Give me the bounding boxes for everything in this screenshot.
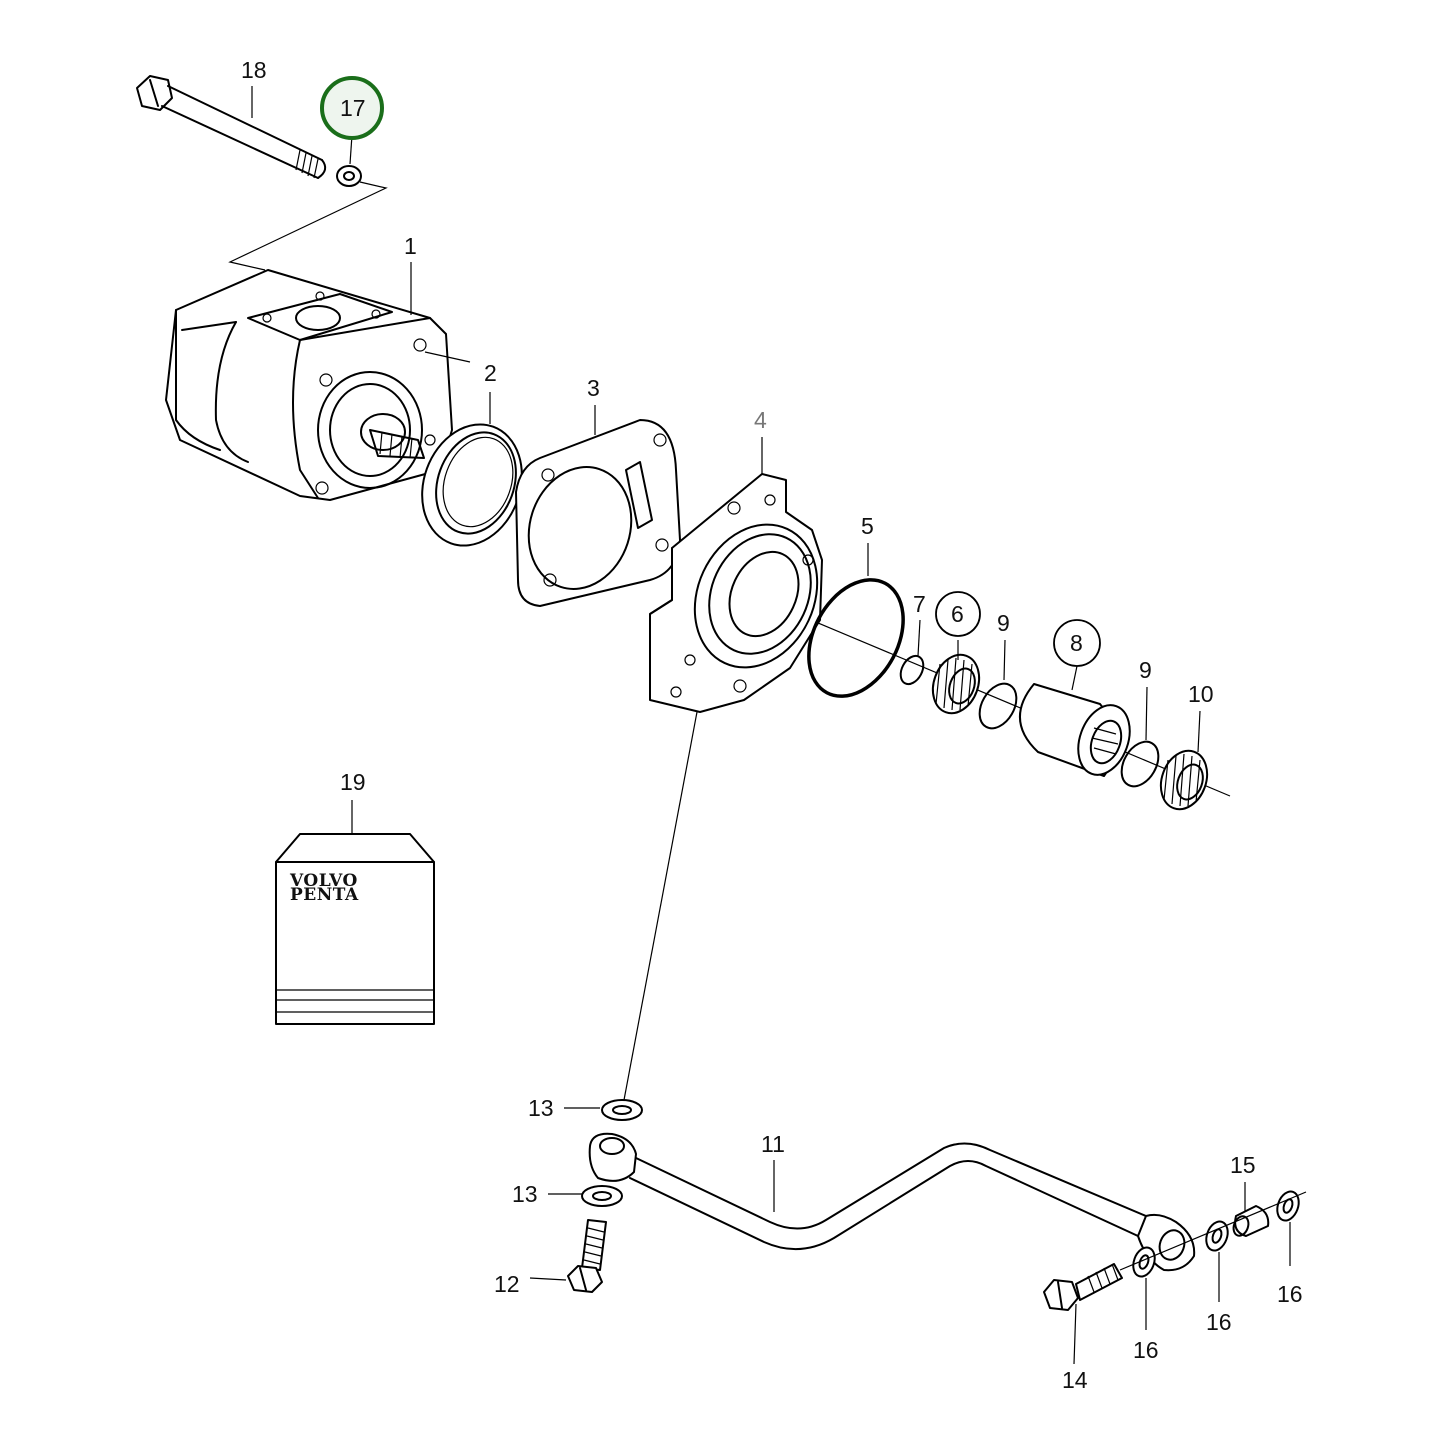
leader-12 [529,1277,567,1281]
leader-9a [1003,639,1006,681]
bolt-18[interactable] [136,75,327,179]
part-label-9a[interactable]: 9 [997,610,1010,636]
part-label-6: 6 [951,601,964,627]
part-label-12[interactable]: 12 [494,1271,520,1297]
assembly-axis-14 [1119,1191,1307,1271]
banjo-bolt-12[interactable] [567,1219,607,1293]
leader-2b [424,351,471,363]
leader-7 [917,619,921,657]
snap-ring-9a[interactable] [972,677,1024,735]
paint-can-brand-line1: VOLVO [289,871,358,891]
part-label-15[interactable]: 15 [1230,1152,1256,1178]
leader-14 [1073,1303,1077,1365]
part-label-13a[interactable]: 13 [528,1095,554,1121]
part-label-13b[interactable]: 13 [512,1181,538,1207]
gear-6[interactable] [925,648,987,719]
part-label-18[interactable]: 18 [241,57,267,83]
part-label-16b[interactable]: 16 [1206,1309,1232,1335]
banjo-bolt-14[interactable] [1043,1263,1123,1311]
part-label-2[interactable]: 2 [484,360,497,386]
part-label-16c[interactable]: 16 [1277,1281,1303,1307]
part-label-19[interactable]: 19 [340,769,366,795]
pipe-11[interactable] [588,1132,1196,1272]
small-ring-7[interactable] [896,652,928,688]
paint-can-19[interactable]: VOLVO PENTA [275,833,435,1025]
part-label-9b[interactable]: 9 [1139,657,1152,683]
gear-10[interactable] [1153,744,1215,815]
leader-9b [1145,686,1148,741]
part-label-11[interactable]: 11 [761,1131,785,1157]
part-label-7[interactable]: 7 [913,591,926,617]
part-label-5[interactable]: 5 [861,513,874,539]
washer-16a[interactable] [1129,1244,1158,1279]
part-label-14[interactable]: 14 [1062,1367,1088,1393]
washer-16c[interactable] [1273,1188,1302,1223]
coupling-sleeve-8[interactable] [1019,683,1139,782]
washer-13a[interactable] [601,1099,643,1121]
part-callout-17[interactable]: 17 [320,76,384,140]
assembly-leader-4-13 [623,711,698,1101]
pump-body-1[interactable] [165,269,453,501]
part-label-1[interactable]: 1 [404,233,417,259]
washer-16b[interactable] [1202,1218,1231,1253]
adapter-flange-4[interactable] [649,473,840,713]
part-callout-6[interactable]: 6 [935,591,981,637]
part-label-17: 17 [340,95,366,121]
part-label-4[interactable]: 4 [754,407,767,433]
part-label-10[interactable]: 10 [1188,681,1214,707]
part-callout-8[interactable]: 8 [1053,619,1101,667]
snap-ring-9b[interactable] [1114,735,1166,793]
assembly-leader-17-1 [228,181,388,271]
washer-17[interactable] [336,165,362,187]
part-label-3[interactable]: 3 [587,375,600,401]
leader-8 [1071,665,1078,691]
part-label-8: 8 [1070,630,1083,656]
paint-can-brand-line2: PENTA [290,885,359,905]
washer-13b[interactable] [581,1185,623,1207]
o-ring-5[interactable] [790,564,922,713]
part-label-16a[interactable]: 16 [1133,1337,1159,1363]
gasket-3[interactable] [513,419,681,607]
spacer-15[interactable] [1231,1205,1270,1238]
leader-10 [1197,710,1201,753]
